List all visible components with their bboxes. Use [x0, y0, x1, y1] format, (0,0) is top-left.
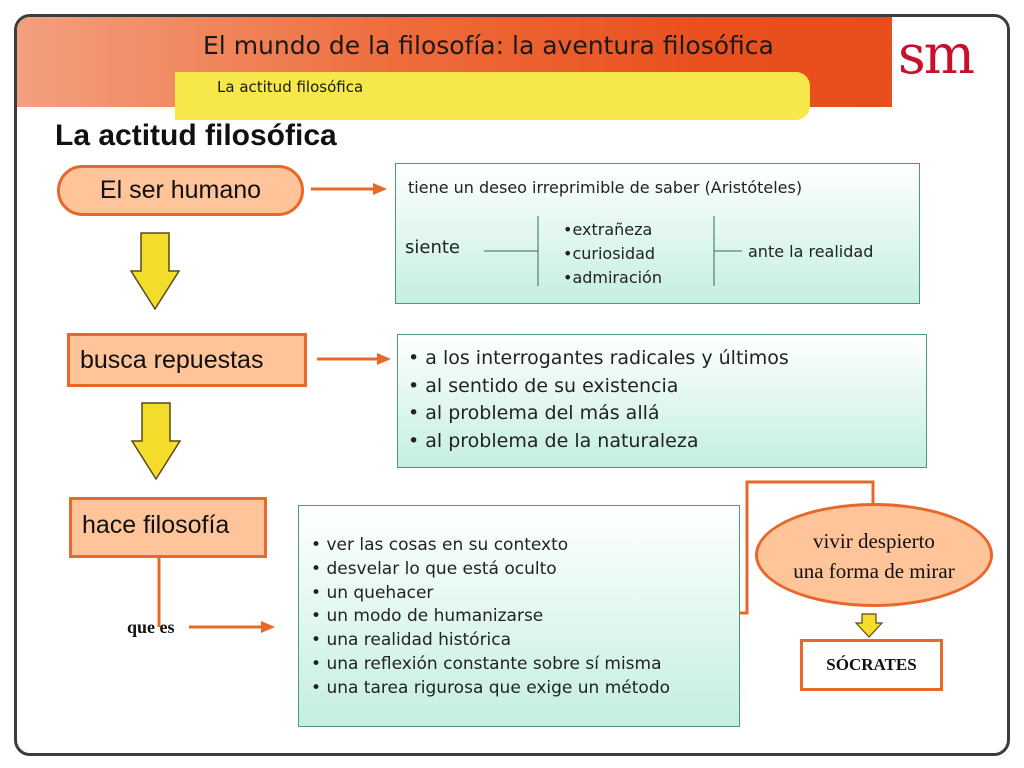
- down-arrow-small: [854, 613, 884, 638]
- right-arrow-1: [311, 180, 387, 198]
- bullet-icon: •: [408, 374, 420, 397]
- que-es-label: que es: [127, 617, 175, 637]
- filosofia-item: • una realidad histórica: [311, 629, 739, 653]
- sm-logo: sm: [892, 17, 1007, 107]
- filosofia-text: una tarea rigurosa que exige un método: [326, 677, 671, 698]
- respuesta-text: al problema de la naturaleza: [425, 429, 699, 452]
- respuesta-text: a los interrogantes radicales y últimos: [425, 347, 789, 369]
- respuesta-item: • al sentido de su existencia: [408, 373, 926, 401]
- feeling-item: •extrañeza: [563, 220, 653, 239]
- filosofia-text: desvelar lo que está oculto: [326, 558, 557, 579]
- down-arrow-2: [130, 402, 182, 481]
- bullet-icon: •: [311, 630, 322, 651]
- feeling-item: •curiosidad: [563, 244, 656, 263]
- filosofia-item: • desvelar lo que está oculto: [311, 558, 739, 582]
- bullet-icon: •: [311, 606, 322, 627]
- feelings-list: •extrañeza •curiosidad •admiración: [563, 218, 662, 290]
- node-busca: busca repuestas: [67, 333, 307, 387]
- bullet-icon: •: [311, 677, 322, 698]
- filosofia-text: ver las cosas en su contexto: [326, 535, 569, 555]
- socrates-label: SÓCRATES: [826, 655, 917, 674]
- slide-frame: El mundo de la filosofía: la aventura fi…: [14, 14, 1010, 756]
- bullet-icon: •: [408, 429, 420, 452]
- bullet-icon: •: [311, 653, 322, 674]
- header-title: El mundo de la filosofía: la aventura fi…: [203, 31, 774, 60]
- filosofia-text: un quehacer: [326, 582, 434, 603]
- node-hace: hace filosofía: [69, 497, 267, 558]
- vivir-line1: vivir despierto: [813, 529, 935, 553]
- box-filosofia: • ver las cosas en su contexto • desvela…: [298, 505, 740, 727]
- box-respuestas: • a los interrogantes radicales y último…: [397, 334, 927, 468]
- box-deseo: tiene un deseo irreprimible de saber (Ar…: [395, 163, 920, 304]
- respuesta-item: • al problema del más allá: [408, 400, 926, 428]
- right-arrow-2: [317, 350, 391, 368]
- node-ser-humano-label: El ser humano: [99, 176, 262, 204]
- box-deseo-line1: tiene un deseo irreprimible de saber (Ar…: [408, 178, 803, 197]
- filosofia-text: un modo de humanizarse: [326, 606, 544, 627]
- filosofia-item: • un modo de humanizarse: [311, 605, 739, 629]
- right-arrow-icon: [311, 183, 387, 195]
- bullet-icon: •: [408, 402, 420, 424]
- siente-label: siente: [405, 237, 460, 258]
- feeling-item: •admiración: [563, 268, 662, 287]
- filosofia-item: • una reflexión constante sobre sí misma: [311, 653, 739, 677]
- respuesta-text: al problema del más allá: [425, 402, 660, 424]
- respuesta-item: • a los interrogantes radicales y último…: [408, 345, 926, 373]
- respuesta-text: al sentido de su existencia: [425, 374, 679, 397]
- respuesta-item: • al problema de la naturaleza: [408, 428, 926, 456]
- node-socrates: SÓCRATES: [800, 639, 943, 691]
- section-tab: La actitud filosófica: [175, 72, 810, 120]
- filosofia-item: • un quehacer: [311, 582, 739, 606]
- logo-text: sm: [898, 23, 975, 86]
- bullet-icon: •: [311, 558, 322, 579]
- node-ser-humano: El ser humano: [57, 165, 304, 216]
- filosofia-text: una realidad histórica: [326, 630, 512, 651]
- down-arrow-1: [129, 232, 181, 311]
- vivir-ellipse: vivir despierto una forma de mirar: [755, 503, 993, 607]
- bullet-icon: •: [311, 535, 322, 555]
- que-es-connector: [157, 555, 275, 633]
- ante-realidad: ante la realidad: [748, 242, 874, 261]
- bullet-icon: •: [311, 582, 322, 603]
- section-tab-label: La actitud filosófica: [217, 78, 364, 96]
- filosofia-item: • ver las cosas en su contexto: [311, 534, 739, 558]
- node-busca-label: busca repuestas: [80, 346, 264, 374]
- filosofia-text: una reflexión constante sobre sí misma: [326, 653, 662, 674]
- vivir-line2: una forma de mirar: [793, 559, 955, 583]
- node-hace-label: hace filosofía: [82, 511, 230, 539]
- filosofia-item: • una tarea rigurosa que exige un método: [311, 677, 739, 701]
- vivir-connector: [740, 480, 875, 615]
- right-arrow-icon: [317, 353, 391, 365]
- bullet-icon: •: [408, 347, 420, 369]
- page-title: La actitud filosófica: [55, 119, 337, 152]
- siente-bracket: [484, 216, 742, 286]
